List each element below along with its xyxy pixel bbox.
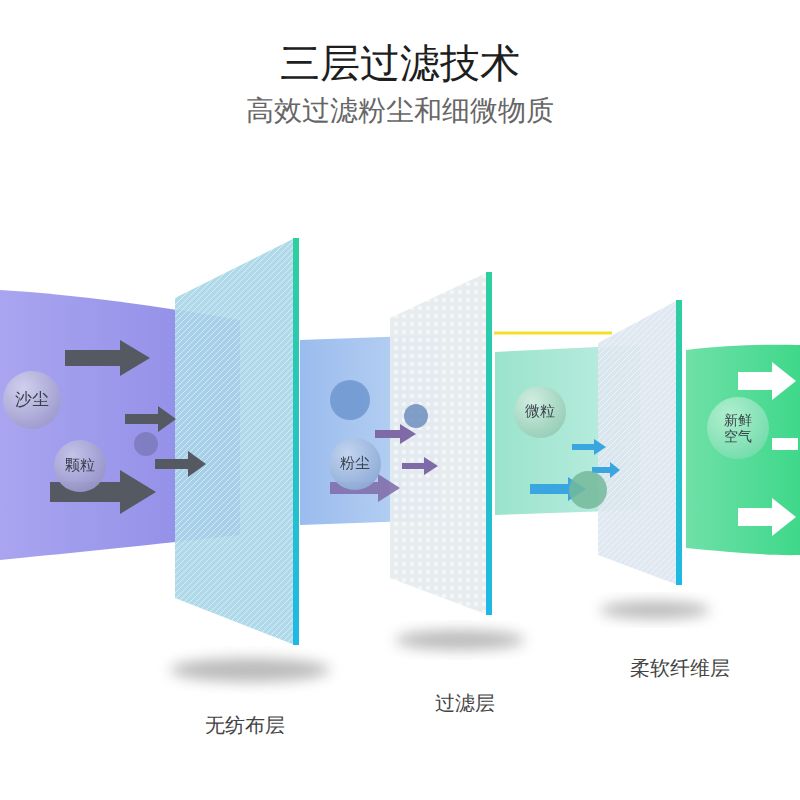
subtitle: 高效过滤粉尘和细微物质 xyxy=(246,92,554,130)
layer-label: 过滤层 xyxy=(435,690,495,717)
particle-label: 沙尘 xyxy=(15,390,49,410)
particle-circle: 粉尘 xyxy=(329,438,381,490)
layer-label: 柔软纤维层 xyxy=(630,655,730,682)
layer-label: 无纺布层 xyxy=(205,712,285,739)
particle-label: 微粒 xyxy=(525,403,555,420)
diagram-title: 三层过滤技术 xyxy=(280,36,520,91)
particle-circle: 新鲜 空气 xyxy=(707,397,769,459)
particle-label: 颗粒 xyxy=(65,457,95,474)
particle-label: 粉尘 xyxy=(340,455,370,472)
particle-circle: 沙尘 xyxy=(3,371,61,429)
particle-circle: 微粒 xyxy=(514,386,566,438)
particle-label: 新鲜 空气 xyxy=(723,412,754,444)
particle-circle: 颗粒 xyxy=(54,440,106,492)
